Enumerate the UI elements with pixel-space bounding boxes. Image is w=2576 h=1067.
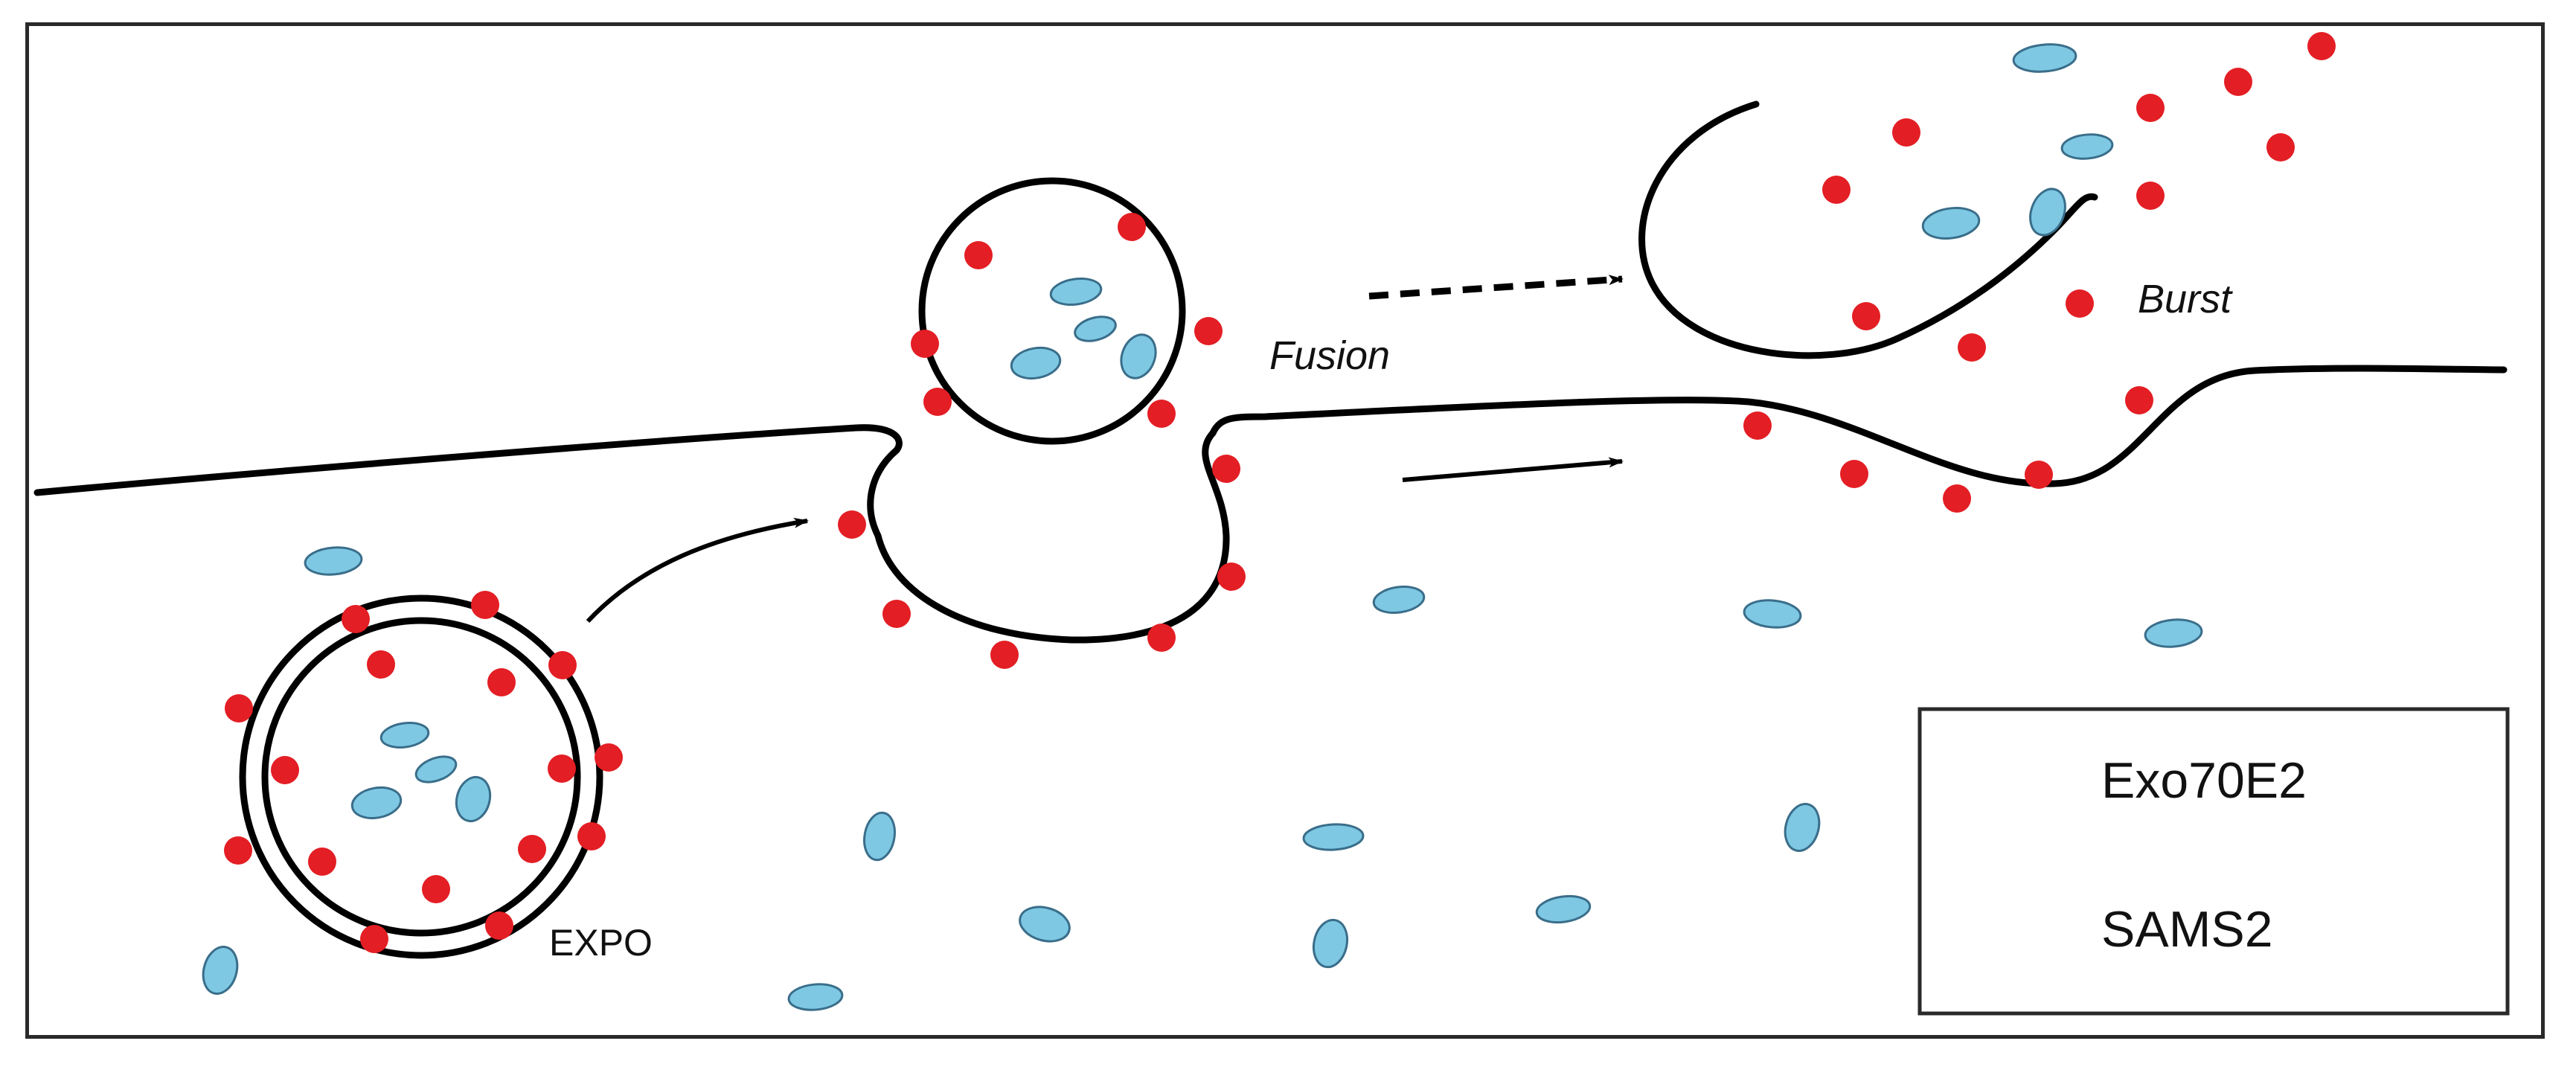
arrow-fusion-to-burst-dashed [1368,275,1624,300]
sams2-blob [1302,823,1365,851]
sams2-blob [787,983,844,1011]
sams2-blob [304,546,363,576]
exo70e2-dot [882,600,911,628]
exo70e2-dot [2136,182,2165,210]
exo70e2-dot [518,835,546,863]
legend-item-sams2-label: SAMS2 [2101,901,2273,958]
exo70e2-dot [1743,411,1772,440]
exo70e2-dot [225,694,253,722]
exo70e2-dot [1217,563,1246,591]
exo70e2-dot [990,641,1019,669]
arrow-expo-to-fusion [586,517,809,624]
sams2-blob [863,811,896,862]
exo70e2-dot [838,510,866,539]
exo70e2-dot [1147,624,1176,652]
sams2-blob [1019,906,1071,943]
sams2-blob [1784,803,1821,852]
sams2-blob [2012,43,2077,73]
expo-inner-membrane [261,617,581,937]
arrow-fusion-to-membrane [1402,457,1624,482]
exo70e2-dot [1822,176,1851,204]
exo70e2-dot [911,330,939,358]
exo70e2-dot [964,241,993,269]
exo70e2-dot [360,925,388,953]
exo70e2-dot [471,591,499,619]
burst-label: Burst [2138,277,2233,321]
exo70e2-dots [224,32,2336,953]
sams2-blob [1074,315,1117,342]
sams2-blob [1372,586,1426,614]
sams2-blob [1535,894,1592,924]
legend-box [1917,707,2510,1016]
exo70e2-dot [2125,386,2153,414]
fusion-vesicle [918,177,1186,445]
exo70e2-dot [1212,455,1240,483]
fusion-omega-membrane [867,429,1230,644]
diagram-frame [25,22,2545,1039]
exo70e2-dot [1943,484,1971,513]
exo70e2-dot [2307,32,2336,60]
exo70e2-dot [548,651,577,679]
sams2-blob [1010,346,1062,380]
sams2-blob [2144,618,2203,648]
exo70e2-dot [487,668,516,696]
sams2-blob [1921,207,1981,240]
plasma-membrane-left [33,424,903,496]
exo70e2-dot [224,836,252,865]
exo70e2-dot [923,388,952,416]
expo-outer-membrane [239,595,603,959]
legend: Exo70E2 SAMS2 [1917,707,2510,1016]
sams2-blob [1312,918,1349,969]
sams2-blob [414,755,458,784]
exo70e2-dot [1147,400,1176,428]
exo70e2-dot [1892,118,1920,147]
exo70e2-dot [2025,461,2053,489]
sams2-blob [2060,133,2114,160]
exo70e2-dot [1194,317,1223,345]
sams2-blob [1049,278,1103,306]
exo70e2-dot [577,822,606,850]
sams2-blob [2029,188,2066,237]
plasma-membrane-right [1209,365,2508,487]
exo70e2-dot [548,754,576,783]
exo70e2-dot [1958,333,1986,362]
sams2-blob [202,946,239,995]
sams2-blob [455,775,492,823]
sams2-blob [379,722,430,749]
exo70e2-dot [595,743,623,772]
exo70e2-dot [485,911,513,940]
exo70e2-dot [422,875,450,903]
exo70e2-dot [367,650,395,679]
exo70e2-dot [2066,289,2094,318]
sams2-blob [350,786,403,820]
exo70e2-dot [1118,213,1146,241]
sams2-blob [1120,333,1157,379]
fusion-label: Fusion [1269,333,1390,378]
exo70e2-dot [1852,302,1880,330]
exo70e2-dot [2224,68,2252,96]
exo70e2-dot [1840,460,1868,488]
sams2-blobs [202,43,2203,1011]
legend-item-exo70e2-label: Exo70E2 [2101,752,2307,809]
exo70e2-dot [308,847,336,876]
exo70e2-dot [2266,133,2295,161]
exo70e2-dot [342,605,370,633]
sams2-blob [1743,599,1802,629]
expo-label: EXPO [549,922,653,964]
exo70e2-dot [2136,94,2165,122]
exo70e2-dot [271,756,299,784]
